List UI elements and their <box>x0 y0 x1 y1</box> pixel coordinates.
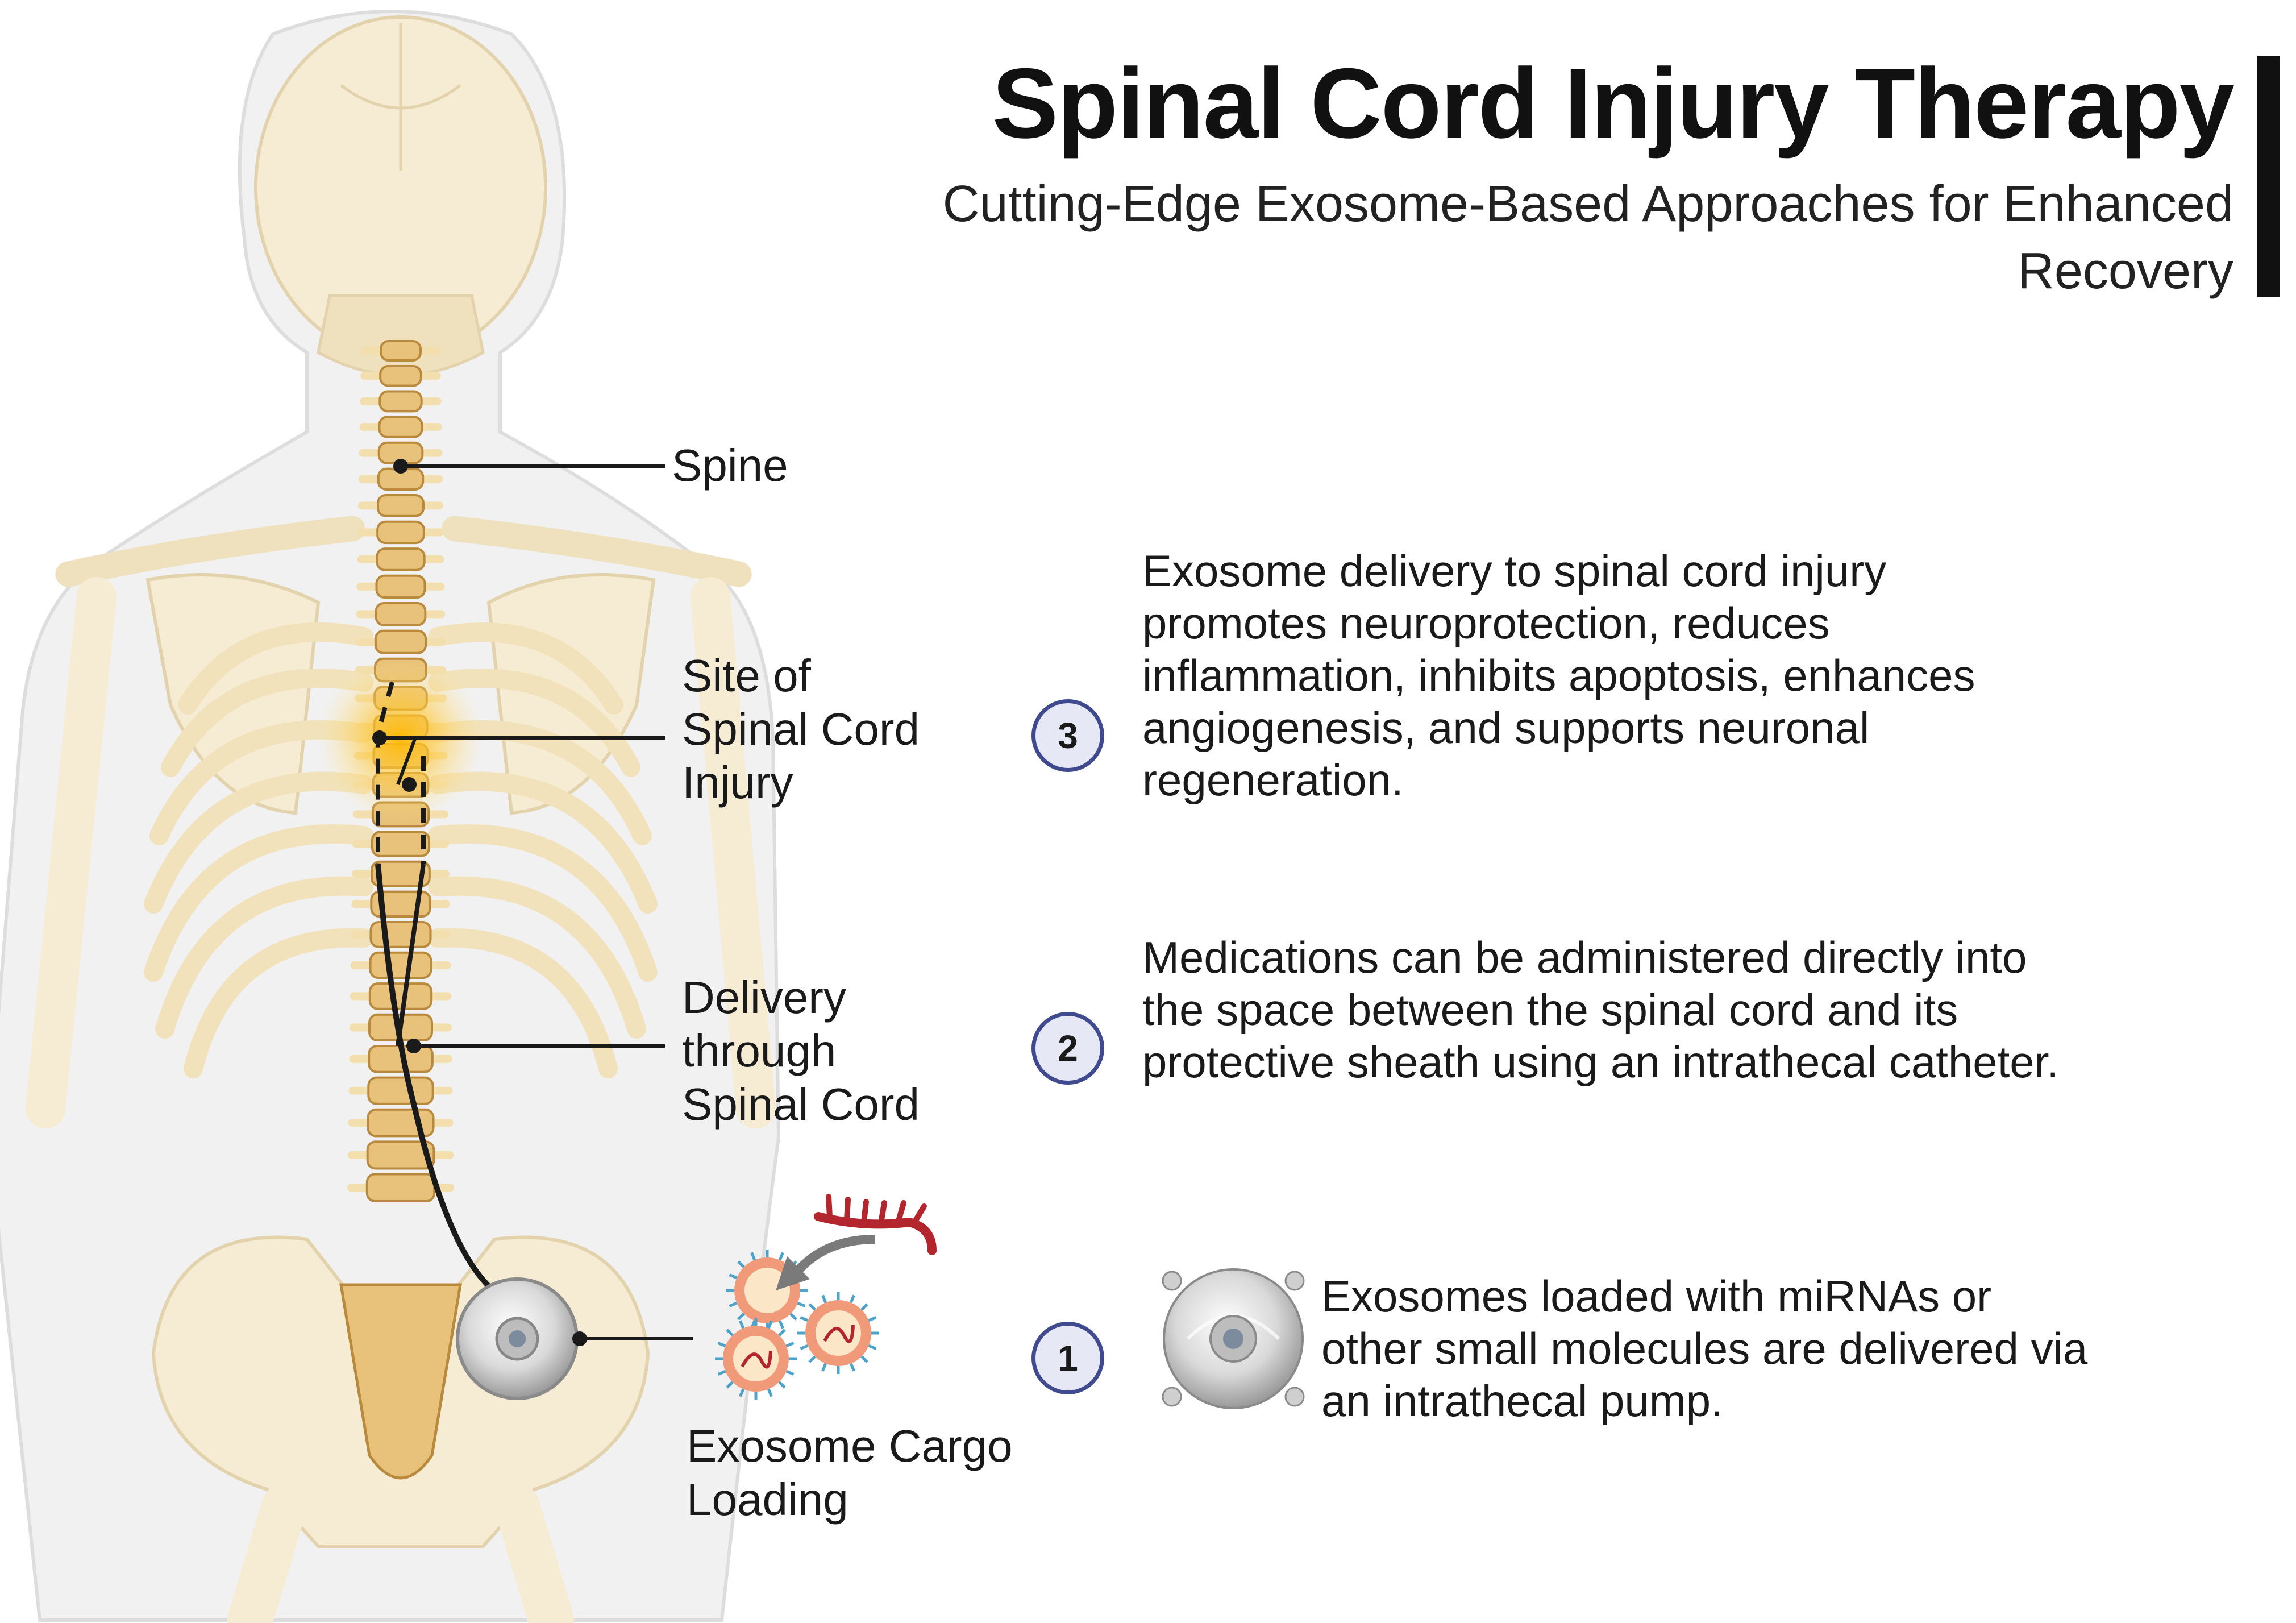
vertebra <box>379 365 422 387</box>
injury-site-label-line: Spinal Cord <box>682 704 920 754</box>
page-subtitle: Cutting-Edge Exosome-Based Approaches fo… <box>942 176 2233 300</box>
arrow-icon <box>776 1235 876 1290</box>
intrathecal-pump-large-icon <box>1162 1268 1305 1409</box>
step-1-badge: 1 <box>1031 1322 1104 1394</box>
step-3-line: inflammation, inhibits apoptosis, enhanc… <box>1142 650 1975 700</box>
delivery-label: Delivery through Spinal Cord <box>682 971 920 1131</box>
catheter-icon <box>375 864 513 1305</box>
page-title: Spinal Cord Injury Therapy <box>992 48 2235 159</box>
vertebra <box>371 831 430 857</box>
step-2-text: Medications can be administered directly… <box>1142 931 2059 1088</box>
vertebra <box>367 1076 434 1105</box>
step-3-line: regeneration. <box>1142 755 1404 805</box>
step-1-line: Exosomes loaded with miRNAs or <box>1321 1271 1992 1321</box>
injury-site-label: Site of Spinal Cord Injury <box>682 649 920 810</box>
step-3-badge: 3 <box>1031 699 1104 772</box>
vertebra <box>369 951 432 979</box>
spine-label-text: Spine <box>672 440 788 491</box>
spine-label: Spine <box>672 439 788 492</box>
spine-icon <box>347 340 455 1202</box>
vertebra <box>378 416 423 438</box>
vertebra <box>380 340 422 362</box>
step-3-line: Exosome delivery to spinal cord injury <box>1142 546 1887 596</box>
vertebra <box>378 390 423 413</box>
step-2-line: the space between the spinal cord and it… <box>1142 985 1958 1035</box>
step-1-line: other small molecules are delivered via <box>1321 1323 2088 1373</box>
rib-cage-icon <box>144 622 658 1078</box>
delivery-label-line: Spinal Cord <box>682 1079 920 1130</box>
title-accent-bar <box>2257 56 2280 297</box>
injury-site-label-line: Site of <box>682 650 811 701</box>
vertebra <box>375 602 427 626</box>
leader-lines <box>380 464 693 1340</box>
step-1-text: Exosomes loaded with miRNAs or other sma… <box>1321 1270 2087 1427</box>
step-3-text: Exosome delivery to spinal cord injury p… <box>1142 545 1975 806</box>
vertebra <box>371 860 431 887</box>
step-3-line: promotes neuroprotection, reduces <box>1142 598 1830 648</box>
sacrum <box>339 1283 462 1480</box>
injury-site-label-line: Injury <box>682 757 793 808</box>
vertebra <box>375 574 426 599</box>
vertebra <box>374 629 427 654</box>
step-1-line: an intrathecal pump. <box>1321 1376 1723 1426</box>
vertebra <box>368 982 433 1010</box>
cargo-label-line: Exosome Cargo <box>687 1421 1013 1471</box>
clavicles <box>55 516 752 587</box>
right-arm-bone <box>691 577 776 1128</box>
vertebra <box>366 1140 435 1170</box>
step-2-line: Medications can be administered directly… <box>1142 932 2027 982</box>
mirna-strand-icon <box>814 1194 937 1255</box>
delivery-label-line: through <box>682 1026 837 1076</box>
cargo-label-line: Loading <box>687 1474 848 1525</box>
step-3-line: angiogenesis, and supports neuronal <box>1142 703 1870 753</box>
intrathecal-pump-icon <box>456 1277 579 1400</box>
skull-icon <box>254 15 547 377</box>
vertebra <box>376 547 426 571</box>
vertebra <box>365 1173 436 1202</box>
step-2-line: protective sheath using an intrathecal c… <box>1142 1037 2060 1087</box>
delivery-label-line: Delivery <box>682 972 846 1023</box>
leader-dots <box>372 459 587 1346</box>
left-arm-bone <box>26 577 117 1128</box>
vertebra <box>369 921 432 948</box>
femurs <box>227 1484 574 1623</box>
vertebra <box>377 494 425 517</box>
step-2-badge: 2 <box>1031 1012 1104 1085</box>
catheter-icon-right <box>396 864 426 1047</box>
cargo-loading-label: Exosome Cargo Loading <box>687 1419 1013 1526</box>
vertebra <box>376 520 425 545</box>
exosome-icon <box>797 1292 879 1374</box>
exosome-icon <box>715 1318 797 1400</box>
exosome-icon <box>726 1250 808 1331</box>
